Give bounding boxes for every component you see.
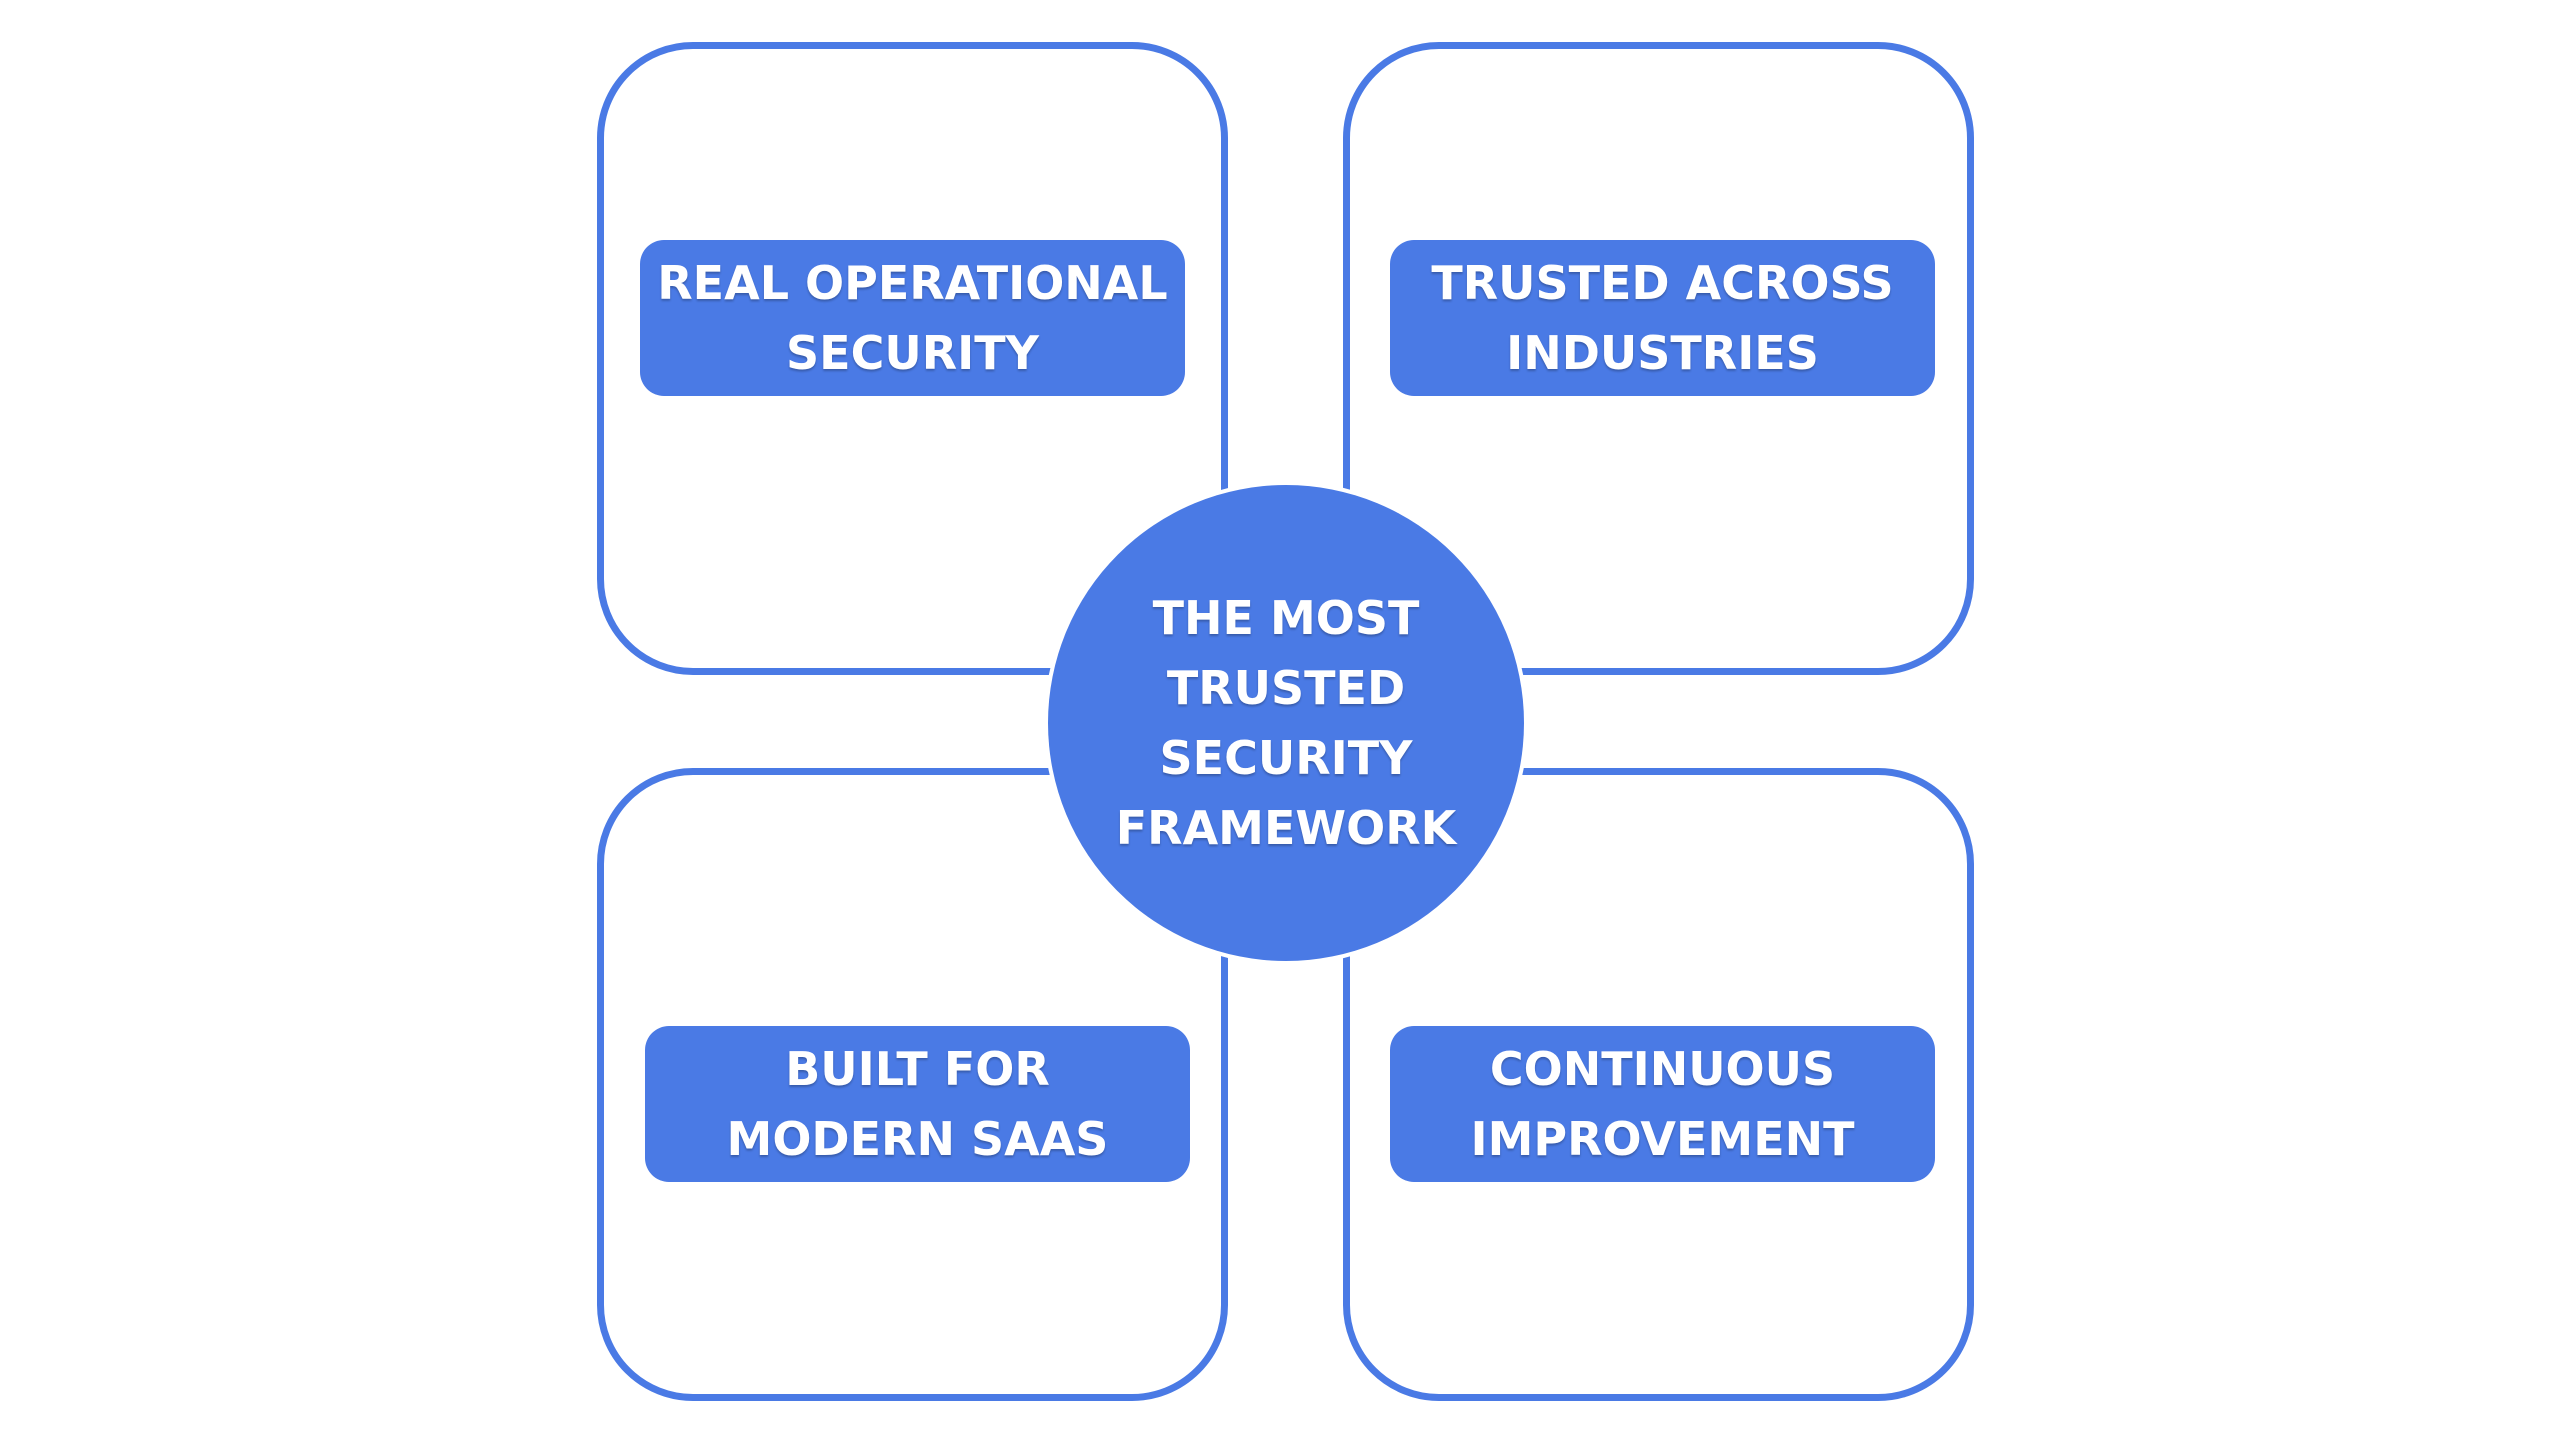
label-built-for-modern-saas: BUILT FOR MODERN SAAS <box>645 1026 1190 1182</box>
center-circle-title: THE MOST TRUSTED SECURITY FRAMEWORK <box>1048 485 1524 961</box>
label-real-operational-security: REAL OPERATIONAL SECURITY <box>640 240 1185 396</box>
label-continuous-improvement: CONTINUOUS IMPROVEMENT <box>1390 1026 1935 1182</box>
label-trusted-across-industries: TRUSTED ACROSS INDUSTRIES <box>1390 240 1935 396</box>
